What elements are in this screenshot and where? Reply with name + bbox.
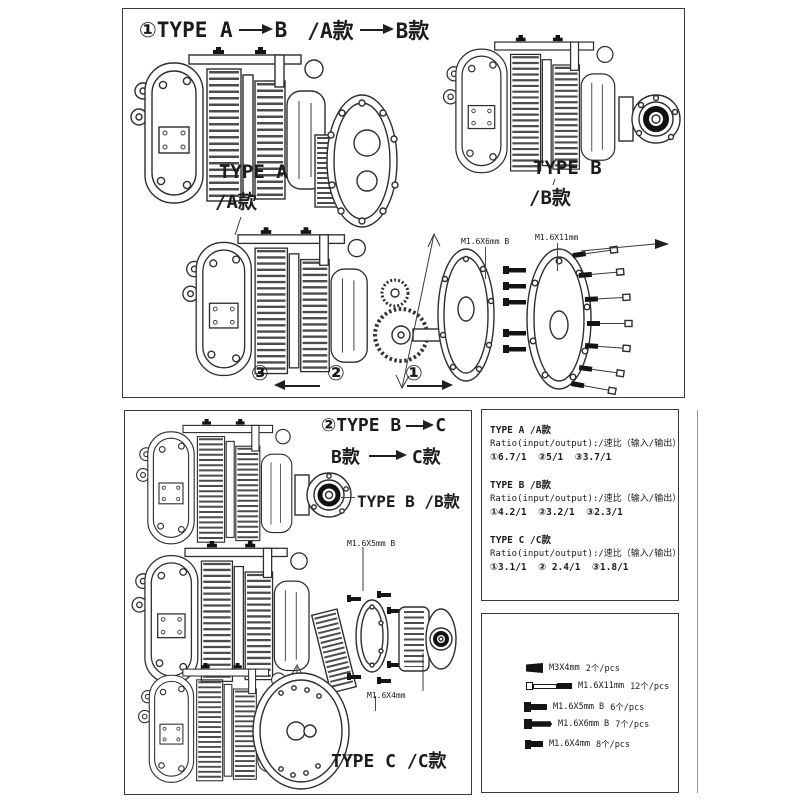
- screw-callout-m16x6: M1.6X6mm B: [461, 237, 510, 246]
- legend-row-m3x4: M3X4mm 2个/pcs: [526, 662, 620, 674]
- legend-label: M1.6X11mm: [578, 681, 625, 691]
- type-b-start-drawing: [129, 419, 352, 555]
- bottom-panel-title: ②TYPE B C: [321, 415, 446, 436]
- screw-m16x11-icon: [526, 682, 572, 690]
- seq-step-1: ①: [405, 361, 423, 385]
- step-1-label: ①TYPE A: [139, 18, 233, 42]
- ratio-info-box: TYPE A /A款 Ratio(input/output):/速比（输入/输出…: [481, 409, 682, 601]
- ratio-entry-type-a: TYPE A /A款 Ratio(input/output):/速比（输入/输出…: [490, 424, 682, 465]
- target-type-label: C: [435, 415, 447, 436]
- screw-m16x4-icon: [525, 739, 543, 749]
- ratio-values: ①3.1/1 ② 2.4/1 ③1.8/1: [490, 562, 629, 573]
- ratio-entry-type-b: TYPE B /B款 Ratio(input/output):/速比（输入/输出…: [490, 479, 682, 520]
- top-panel-title: ①TYPE A B/A款 B款: [139, 15, 429, 45]
- ratio-type-name: TYPE C /C款: [490, 535, 551, 546]
- type-a-label: TYPE A: [219, 161, 288, 183]
- leader-line: [557, 243, 559, 271]
- seq-step-2: ②: [327, 361, 345, 385]
- type-c-callout: TYPE C /C款: [331, 751, 447, 772]
- exploded-a-to-b-drawing: [181, 217, 669, 396]
- leader-line: [375, 696, 377, 711]
- legend-row-m16x11: M1.6X11mm 12个/pcs: [526, 680, 669, 692]
- screw-callout-m16x4: M1.6X4mm: [367, 691, 406, 700]
- legend-row-m16x5: M1.6X5mm B 6个/pcs: [524, 701, 644, 713]
- ratio-type-name: TYPE B /B款: [490, 480, 551, 491]
- legend-count: 7个/pcs: [615, 720, 650, 730]
- bottom-panel-title-cn: B款 C款: [331, 443, 441, 469]
- cn-from-label: /A款: [307, 19, 354, 43]
- arrow-left-icon: [274, 379, 320, 390]
- arrow-right-icon: [368, 450, 407, 460]
- legend-label: M1.6X5mm B: [553, 702, 605, 712]
- cn-from-label: B款: [331, 447, 360, 468]
- leader-line: [341, 497, 355, 499]
- legend-label: M1.6X6mm B: [558, 719, 610, 729]
- arrow-right-icon: [406, 379, 453, 390]
- type-b-label: TYPE B: [533, 157, 602, 179]
- type-b-callout: TYPE B /B款: [357, 492, 460, 511]
- legend-count: 12个/pcs: [630, 682, 670, 692]
- cn-to-label: B款: [395, 19, 430, 43]
- ratio-label: Ratio(input/output):/速比（输入/输出）: [490, 494, 682, 504]
- arrow-right-icon: [238, 24, 273, 34]
- long-screws-group: [570, 245, 633, 396]
- panel-type-b-to-c: ②TYPE B C B款 C款 TYPE B /B款: [124, 410, 472, 795]
- target-type-label: B: [274, 18, 288, 42]
- legend-label: M3X4mm: [549, 663, 580, 673]
- short-screws-group: [503, 266, 526, 353]
- ratio-label: Ratio(input/output):/速比（输入/输出）: [490, 549, 682, 559]
- arrow-right-icon: [406, 419, 435, 430]
- screw-m3x4-icon: [526, 663, 543, 673]
- exploded-b-to-c-drawing: [129, 541, 457, 701]
- type-b-drawing: [435, 35, 681, 185]
- legend-count: 2个/pcs: [585, 664, 620, 674]
- legend-label: M1.6X4mm: [549, 739, 590, 749]
- legend-row-m16x4: M1.6X4mm 8个/pcs: [525, 738, 630, 750]
- ratio-label: Ratio(input/output):/速比（输入/输出）: [490, 439, 682, 449]
- ratio-type-name: TYPE A /A款: [490, 425, 551, 436]
- arrow-right-icon: [359, 24, 394, 34]
- screw-m16x5-icon: [524, 702, 547, 712]
- screw-legend-box: M3X4mm 2个/pcs M1.6X11mm 12个/pcs M1.6X5mm…: [481, 613, 679, 793]
- ratio-entry-type-c: TYPE C /C款 Ratio(input/output):/速比（输入/输出…: [490, 534, 682, 575]
- type-a-drawing: [129, 39, 399, 236]
- short-screws-group: [347, 591, 401, 684]
- screw-m16x6-icon: [524, 719, 552, 729]
- screw-callout-m16x11: M1.6X11mm: [535, 233, 579, 242]
- type-c-drawing: [131, 663, 357, 793]
- panel-type-a-to-b: ①TYPE A B/A款 B款 TYPE A /A款 TYPE B /B款: [122, 8, 685, 398]
- page-edge-line: [697, 410, 699, 793]
- seq-step-3: ③: [251, 361, 269, 385]
- type-a-cn-label: /A款: [215, 191, 257, 213]
- step-2-label: ②TYPE B: [321, 415, 402, 436]
- legend-count: 8个/pcs: [595, 740, 631, 750]
- screw-callout-m16x5: M1.6X5mm B: [347, 539, 396, 548]
- type-b-cn-label: /B款: [529, 187, 571, 209]
- cn-to-label: C款: [411, 447, 441, 468]
- ratio-values: ①4.2/1 ②3.2/1 ③2.3/1: [490, 507, 623, 518]
- legend-count: 6个/pcs: [610, 703, 645, 713]
- legend-row-m16x6: M1.6X6mm B 7个/pcs: [524, 718, 649, 730]
- ratio-values: ①6.7/1 ②5/1 ③3.7/1: [490, 452, 612, 463]
- leader-line: [485, 247, 487, 279]
